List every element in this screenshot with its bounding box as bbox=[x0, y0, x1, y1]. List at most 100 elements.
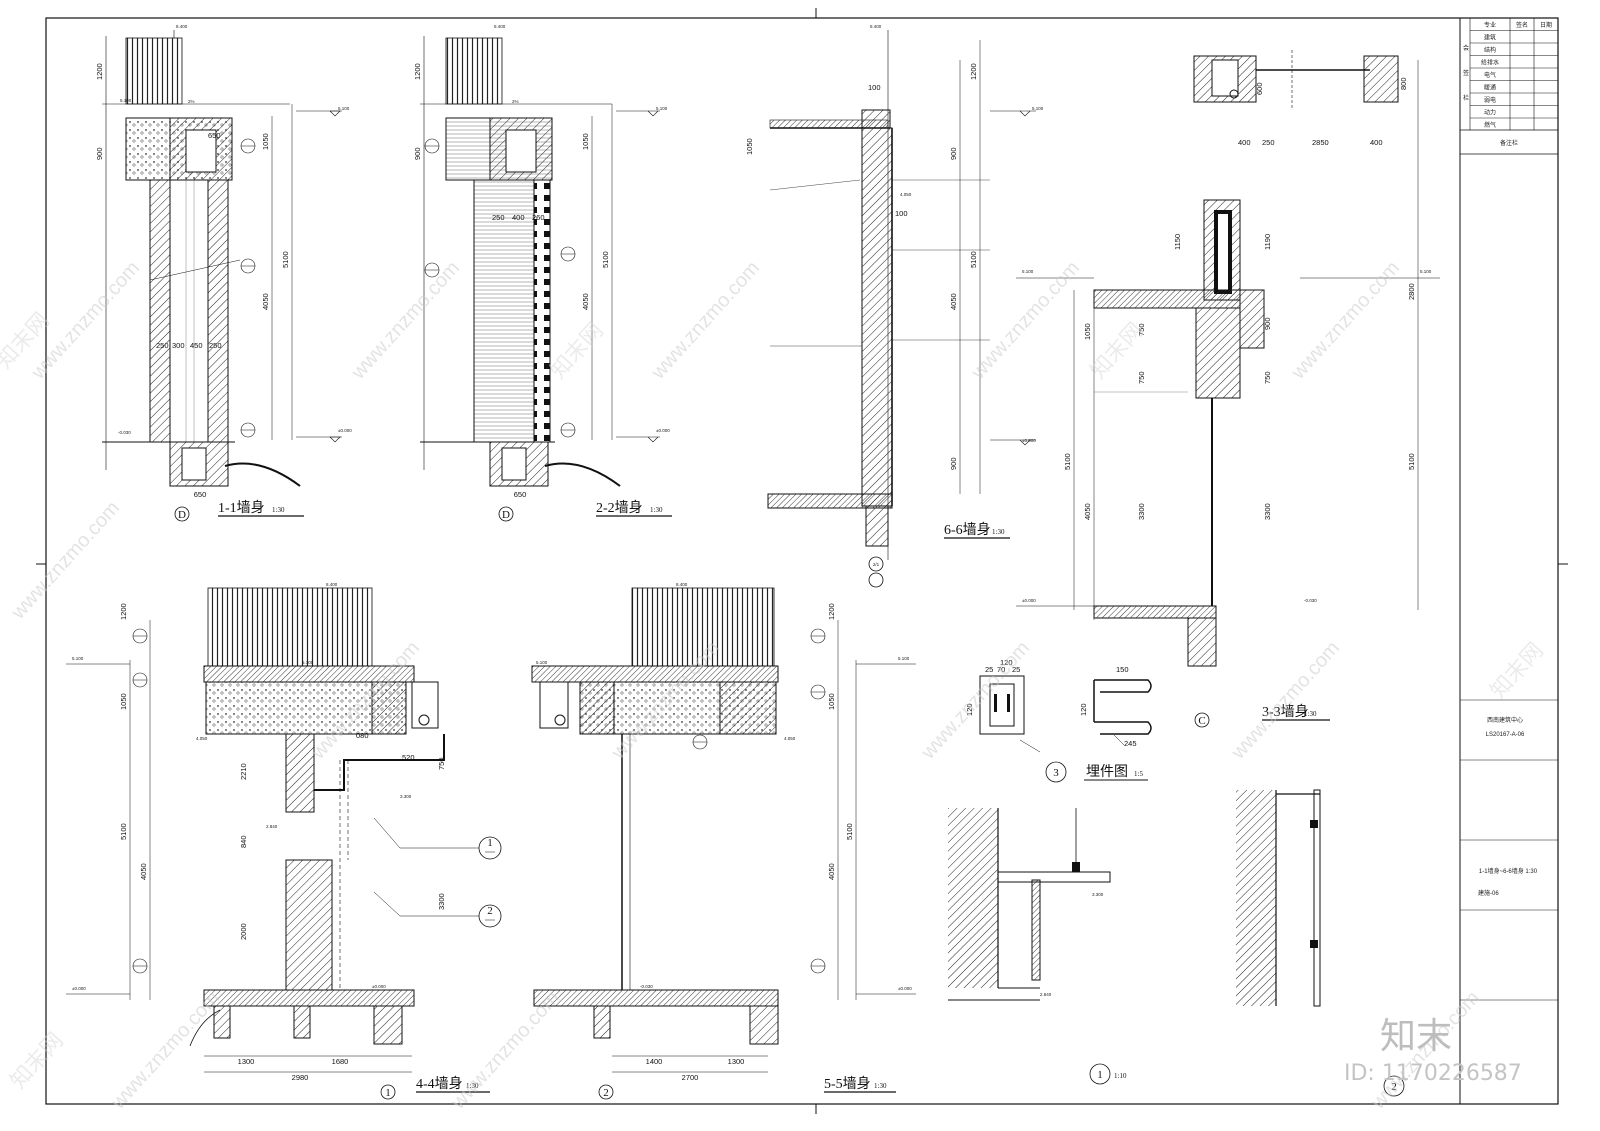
dim4-1050: 1050 bbox=[119, 693, 128, 710]
tb-row-0: 建筑 bbox=[1484, 34, 1496, 42]
lvl5-0: ±0.000 bbox=[898, 986, 912, 991]
tb-side-3: 栏 bbox=[1463, 94, 1469, 102]
dim5-1200: 1200 bbox=[827, 603, 836, 620]
embed-title: 埋件图 bbox=[1086, 764, 1128, 780]
lvl4-5100b: 5.100 bbox=[72, 656, 84, 661]
wm-12: www.znzmo.com bbox=[447, 987, 564, 1114]
dim3-3300b: 3300 bbox=[1263, 503, 1272, 520]
dim-250b: 250 bbox=[209, 341, 222, 350]
embed-detail: 120 25 70 25 150 245 120 120 3 埋件图 1:5 bbox=[965, 658, 1152, 783]
detail-2: 2 bbox=[1236, 789, 1405, 1097]
lvl4-5100: 5.100 bbox=[302, 660, 314, 665]
lvl5-5100b: 5.100 bbox=[898, 656, 910, 661]
axis-1-1: D bbox=[178, 509, 186, 521]
dim-450: 450 bbox=[190, 341, 203, 350]
lvl-5100: 5.100 bbox=[120, 98, 132, 103]
wm-6: www.znzmo.com bbox=[7, 497, 124, 624]
lvl4-8400: 8.400 bbox=[326, 582, 338, 587]
dim2-1200: 1200 bbox=[413, 63, 422, 80]
tb-row-4: 暖通 bbox=[1484, 84, 1496, 92]
tb-row-7: 燃气 bbox=[1484, 121, 1496, 129]
dim3-3300: 3300 bbox=[1137, 503, 1146, 520]
emb-25: 25 bbox=[985, 665, 993, 674]
emb-120: 120 bbox=[1000, 658, 1013, 667]
dim3-750b: 750 bbox=[1137, 371, 1146, 384]
section-3-3: C 3-3墙身 1:30 2800 5100 5100 4050 1050 33… bbox=[1016, 50, 1440, 728]
dim5-1300: 1300 bbox=[728, 1057, 745, 1066]
sheet-border bbox=[45, 17, 1559, 1105]
dim-300: 300 bbox=[172, 341, 185, 350]
emb-120c: 120 bbox=[1079, 703, 1088, 716]
lvl6-5100: 5.100 bbox=[1032, 106, 1044, 111]
tb-row-5: 弱电 bbox=[1484, 96, 1496, 104]
dim6-100b: 100 bbox=[895, 209, 908, 218]
slope-label: 2% bbox=[188, 99, 195, 104]
sheet-number: 建施-06 bbox=[1478, 889, 1499, 897]
lvl2-8400: 8.400 bbox=[494, 24, 506, 29]
dim4-1680: 1680 bbox=[332, 1057, 349, 1066]
lvl3-5100b: 5.100 bbox=[1420, 269, 1432, 274]
emb-150: 150 bbox=[1116, 665, 1129, 674]
dim6-1200: 1200 bbox=[969, 63, 978, 80]
wm-4: www.znzmo.com bbox=[967, 257, 1084, 384]
dim4-520: 520 bbox=[402, 753, 415, 762]
lvl3-5100: 5.100 bbox=[1022, 269, 1034, 274]
wm-5: www.znzmo.com bbox=[1287, 257, 1404, 384]
dim3-1150: 1150 bbox=[1173, 234, 1182, 250]
tb-header-1: 签名 bbox=[1516, 21, 1528, 29]
dim6-900b: 900 bbox=[949, 457, 958, 470]
dim-1050: 1050 bbox=[261, 133, 270, 150]
embed-num: 3 bbox=[1053, 767, 1059, 779]
det1-lvl2: 3.300 bbox=[1092, 892, 1104, 897]
det1-lvl: 2.840 bbox=[1040, 992, 1052, 997]
lvl6-8400: 8.400 bbox=[870, 24, 882, 29]
dim3-2800: 2800 bbox=[1407, 283, 1416, 300]
dim3-750c: 750 bbox=[1263, 371, 1272, 384]
lvl2-5100: 5.100 bbox=[656, 106, 668, 111]
dim2-650: 650 bbox=[514, 490, 527, 499]
lvl4-0: ±0.000 bbox=[72, 986, 86, 991]
dim4-840: 840 bbox=[239, 835, 248, 848]
lvl5-5100: 5.100 bbox=[536, 660, 548, 665]
dim3-5100b: 5100 bbox=[1063, 453, 1072, 470]
dim3-2850: 2850 bbox=[1312, 138, 1329, 147]
dim6-100: 100 bbox=[868, 83, 881, 92]
dim2-260: 260 bbox=[532, 213, 545, 222]
axis-4-4: 1 bbox=[385, 1087, 391, 1099]
detail2-num: 2 bbox=[1391, 1081, 1397, 1093]
dim-650: 650 bbox=[194, 490, 207, 499]
section-2-2: D 2-2墙身 1:30 650 5100 4050 1050 1200 900… bbox=[413, 24, 672, 522]
sheet-title: 1-1墙身~6-6墙身 1:30 bbox=[1479, 867, 1538, 875]
wm-11: www.znzmo.com bbox=[107, 987, 224, 1114]
title-1-1: 1-1墙身 bbox=[218, 500, 265, 516]
scale-5-5: 1:30 bbox=[874, 1082, 887, 1090]
section-1-1: D 1-1墙身 1:30 650 650 5100 4050 1050 1200… bbox=[95, 24, 352, 522]
svg-text:1: 1 bbox=[487, 837, 493, 849]
section-5-5: 2 5-5墙身 1:30 2700 1400 1300 5100 4050 10… bbox=[531, 582, 916, 1100]
detail1-num: 1 bbox=[1097, 1069, 1103, 1081]
embed-scale: 1:5 bbox=[1134, 770, 1143, 778]
dim-1200: 1200 bbox=[95, 63, 104, 80]
dim5-2700: 2700 bbox=[682, 1073, 699, 1082]
wm-cn-2: 知末网 bbox=[545, 318, 608, 384]
wm-cn-5: 知末网 bbox=[1485, 638, 1548, 704]
dim3-400b: 400 bbox=[1370, 138, 1383, 147]
dim3-600: 600 bbox=[1255, 82, 1264, 95]
dim6-5100: 5100 bbox=[969, 251, 978, 268]
dim2-250: 250 bbox=[492, 213, 505, 222]
lvl2-0: ±0.000 bbox=[656, 428, 670, 433]
dim4-5100: 5100 bbox=[119, 823, 128, 840]
lvl-m030: -0.030 bbox=[118, 430, 131, 435]
znzmo-id: ID: 1170226587 bbox=[1344, 1061, 1522, 1086]
emb-25b: 25 bbox=[1012, 665, 1020, 674]
dim-650b: 650 bbox=[208, 131, 221, 140]
dim2-4050: 4050 bbox=[581, 293, 590, 310]
dim2-400: 400 bbox=[512, 213, 525, 222]
dim5-1050: 1050 bbox=[827, 693, 836, 710]
lvl4-3300: 3.300 bbox=[400, 794, 412, 799]
scale-1-1: 1:30 bbox=[272, 506, 285, 514]
lvl5-m030: -0.030 bbox=[640, 984, 653, 989]
dim5-5100: 5100 bbox=[845, 823, 854, 840]
wm-2: www.znzmo.com bbox=[347, 257, 464, 384]
dim6-900: 900 bbox=[949, 147, 958, 160]
